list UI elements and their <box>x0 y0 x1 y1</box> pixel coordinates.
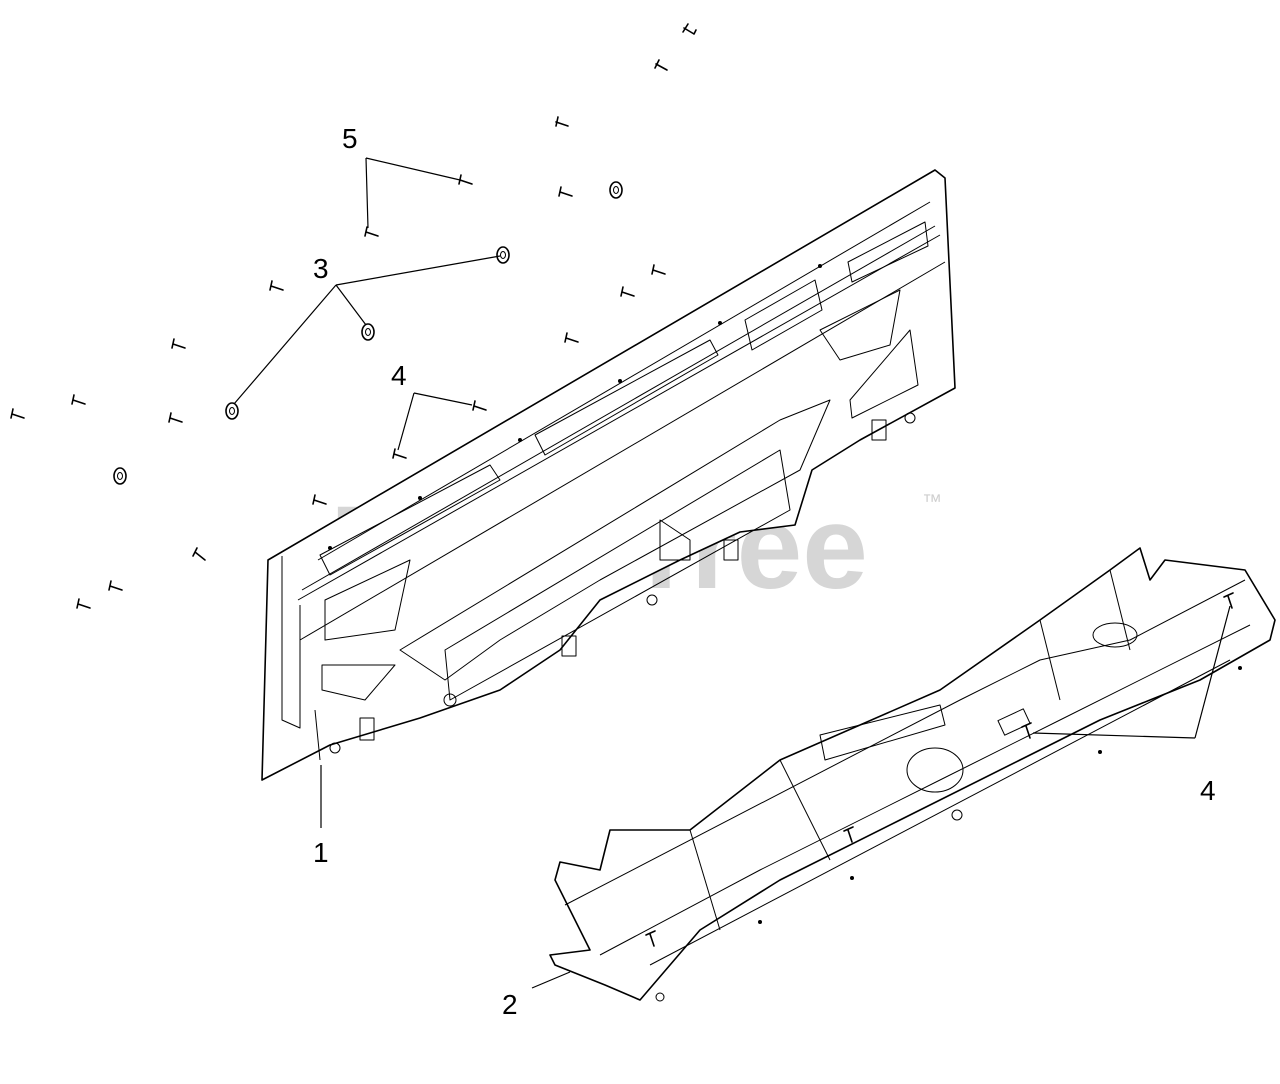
callout-1[interactable]: 1 <box>313 837 329 868</box>
screw-icon[interactable] <box>558 186 573 197</box>
part-1-panel[interactable] <box>261 169 956 781</box>
leader-5 <box>365 157 461 229</box>
screw-icon[interactable] <box>682 23 697 35</box>
watermark-trademark: ™ <box>922 491 942 513</box>
screw-icon[interactable] <box>472 400 487 411</box>
nut-icon[interactable] <box>361 323 375 341</box>
callout-4-top[interactable]: 4 <box>391 360 407 391</box>
leader-4-bottom <box>1032 605 1231 739</box>
screw-icon[interactable] <box>555 116 569 127</box>
screw-icon[interactable] <box>171 338 186 349</box>
screw-icon[interactable] <box>645 930 656 947</box>
screw-icon[interactable] <box>843 826 854 843</box>
nut-icon[interactable] <box>113 467 127 485</box>
callout-4-bottom[interactable]: 4 <box>1200 775 1216 806</box>
callout-2[interactable]: 2 <box>502 989 518 1020</box>
screw-icon[interactable] <box>364 226 379 237</box>
screw-icon[interactable] <box>269 280 284 291</box>
part-2-bracket[interactable] <box>549 547 1276 1002</box>
leader-lines <box>233 157 1231 989</box>
screw-icon[interactable] <box>392 448 407 459</box>
screw-icon[interactable] <box>10 408 25 419</box>
screw-icon[interactable] <box>620 286 635 297</box>
screw-icon[interactable] <box>654 59 668 71</box>
leader-3 <box>233 255 501 405</box>
screw-icon[interactable] <box>312 494 327 505</box>
leader-2 <box>531 971 571 989</box>
nut-icon[interactable] <box>496 246 510 264</box>
nut-icon[interactable] <box>225 402 239 420</box>
screw-icon[interactable] <box>1021 722 1032 739</box>
callout-3[interactable]: 3 <box>313 253 329 284</box>
screw-icon[interactable] <box>192 547 206 561</box>
screw-icon[interactable] <box>71 394 86 405</box>
screw-icon[interactable] <box>108 580 123 591</box>
screw-icon[interactable] <box>458 174 473 185</box>
hardware-nuts <box>113 181 623 485</box>
screw-icon[interactable] <box>168 412 183 423</box>
screw-icon[interactable] <box>1223 592 1234 609</box>
screw-icon[interactable] <box>651 264 666 275</box>
screw-icon[interactable] <box>564 332 579 343</box>
hardware-screws <box>10 23 1234 947</box>
callout-5[interactable]: 5 <box>342 123 358 154</box>
leader-4-top <box>397 392 473 451</box>
nut-icon[interactable] <box>609 181 623 199</box>
screw-icon[interactable] <box>76 598 91 609</box>
